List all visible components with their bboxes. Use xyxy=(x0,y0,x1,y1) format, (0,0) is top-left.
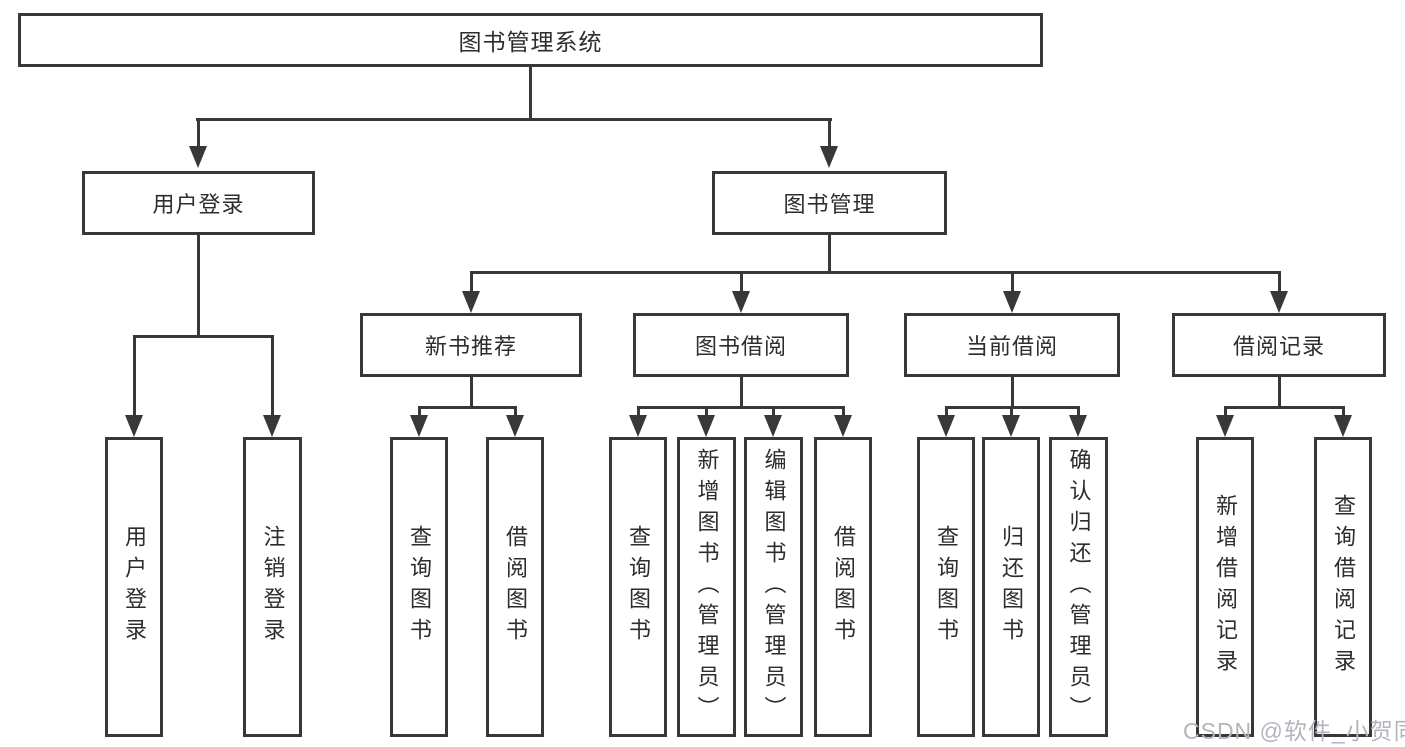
arrowhead-down xyxy=(462,291,480,313)
leaf-label: 借阅图书 xyxy=(831,525,856,649)
node-label: 借阅记录 xyxy=(1232,334,1325,359)
leaf-query-borrow-record: 查询借阅记录 xyxy=(1314,437,1372,737)
leaf-label: 查询图书 xyxy=(626,525,651,649)
connector-root-stem xyxy=(529,67,532,120)
connector-user-login-branch xyxy=(133,335,274,338)
connector-drop-leaf xyxy=(133,335,136,420)
connector-user-login-stem xyxy=(197,235,200,337)
arrowhead-down xyxy=(820,146,838,168)
arrowhead-down xyxy=(189,146,207,168)
leaf-logout: 注销登录 xyxy=(243,437,302,737)
node-book-borrowing: 图书借阅 xyxy=(633,313,849,377)
arrowhead-down xyxy=(263,415,281,437)
connector-book-mgmt-stem xyxy=(828,235,831,274)
connector-drop-leaf xyxy=(271,335,274,420)
connector-book-borrow-stem xyxy=(740,377,743,409)
leaf-label: 新增借阅记录 xyxy=(1213,494,1238,680)
connector-drop-leaf xyxy=(1342,406,1345,420)
leaf-label: 用户登录 xyxy=(122,525,147,649)
connector-level2-branch xyxy=(196,118,832,121)
node-label: 图书管理 xyxy=(783,192,876,217)
connector-borrow-records-stem xyxy=(1278,377,1281,409)
node-label: 图书借阅 xyxy=(694,334,787,359)
leaf-label: 查询图书 xyxy=(407,525,432,649)
leaf-add-book-admin: 新增图书（管理员） xyxy=(677,437,736,737)
leaf-label: 借阅图书 xyxy=(503,525,528,649)
arrowhead-down xyxy=(732,291,750,313)
leaf-query-books-borrowing: 查询图书 xyxy=(609,437,667,737)
node-label: 新书推荐 xyxy=(424,334,517,359)
csdn-watermark: CSDN @软件_小贺同学 xyxy=(1183,718,1405,744)
connector-current-borrow-stem xyxy=(1011,377,1014,409)
connector-drop-book-borrow xyxy=(740,271,743,295)
connector-drop-leaf xyxy=(1224,406,1227,420)
leaf-add-borrow-record: 新增借阅记录 xyxy=(1196,437,1254,737)
connector-drop-leaf xyxy=(945,406,948,420)
connector-drop-leaf xyxy=(1010,406,1013,420)
node-label: 图书管理系统 xyxy=(458,29,603,55)
arrowhead-down xyxy=(1334,415,1352,437)
connector-borrow-records-branch xyxy=(1224,406,1345,409)
node-book-management: 图书管理 xyxy=(712,171,947,235)
connector-drop-leaf xyxy=(705,406,708,420)
connector-level3-branch xyxy=(470,271,1281,274)
node-borrowing-records: 借阅记录 xyxy=(1172,313,1386,377)
connector-drop-leaf xyxy=(1077,406,1080,420)
arrowhead-down xyxy=(1069,415,1087,437)
node-label: 用户登录 xyxy=(152,192,245,217)
leaf-label: 查询借阅记录 xyxy=(1331,494,1356,680)
arrowhead-down xyxy=(1216,415,1234,437)
connector-drop-leaf xyxy=(772,406,775,420)
leaf-label: 编辑图书（管理员） xyxy=(761,447,787,727)
arrowhead-down xyxy=(1002,415,1020,437)
connector-drop-user-login xyxy=(197,118,200,150)
connector-new-books-branch xyxy=(418,406,517,409)
leaf-return-book: 归还图书 xyxy=(982,437,1040,737)
node-new-book-recommend: 新书推荐 xyxy=(360,313,582,377)
leaf-label: 注销登录 xyxy=(260,525,286,649)
connector-drop-book-mgmt xyxy=(828,118,831,150)
leaf-borrow-books-newbooks: 借阅图书 xyxy=(486,437,544,737)
arrowhead-down xyxy=(764,415,782,437)
leaf-user-login: 用户登录 xyxy=(105,437,163,737)
connector-drop-borrow-records xyxy=(1278,271,1281,295)
node-root-library-system: 图书管理系统 xyxy=(18,13,1043,67)
leaf-query-books-current: 查询图书 xyxy=(917,437,975,737)
leaf-edit-book-admin: 编辑图书（管理员） xyxy=(744,437,803,737)
leaf-confirm-return-admin: 确认归还（管理员） xyxy=(1049,437,1108,737)
connector-drop-leaf xyxy=(514,406,517,420)
arrowhead-down xyxy=(506,415,524,437)
leaf-label: 新增图书（管理员） xyxy=(694,447,720,727)
leaf-label: 查询图书 xyxy=(934,525,959,649)
arrowhead-down xyxy=(937,415,955,437)
node-user-login: 用户登录 xyxy=(82,171,315,235)
connector-new-books-stem xyxy=(470,377,473,409)
connector-drop-new-books xyxy=(470,271,473,295)
connector-book-borrow-branch xyxy=(637,406,845,409)
leaf-query-books-newbooks: 查询图书 xyxy=(390,437,448,737)
arrowhead-down xyxy=(697,415,715,437)
arrowhead-down xyxy=(629,415,647,437)
connector-drop-current-borrow xyxy=(1011,271,1014,295)
connector-drop-leaf xyxy=(637,406,640,420)
arrowhead-down xyxy=(125,415,143,437)
node-current-borrowing: 当前借阅 xyxy=(904,313,1120,377)
arrowhead-down xyxy=(834,415,852,437)
leaf-label: 归还图书 xyxy=(999,525,1024,649)
connector-drop-leaf xyxy=(418,406,421,420)
connector-drop-leaf xyxy=(842,406,845,420)
arrowhead-down xyxy=(1270,291,1288,313)
arrowhead-down xyxy=(410,415,428,437)
leaf-label: 确认归还（管理员） xyxy=(1066,447,1092,727)
leaf-borrow-books-borrowing: 借阅图书 xyxy=(814,437,872,737)
node-label: 当前借阅 xyxy=(965,334,1058,359)
arrowhead-down xyxy=(1003,291,1021,313)
